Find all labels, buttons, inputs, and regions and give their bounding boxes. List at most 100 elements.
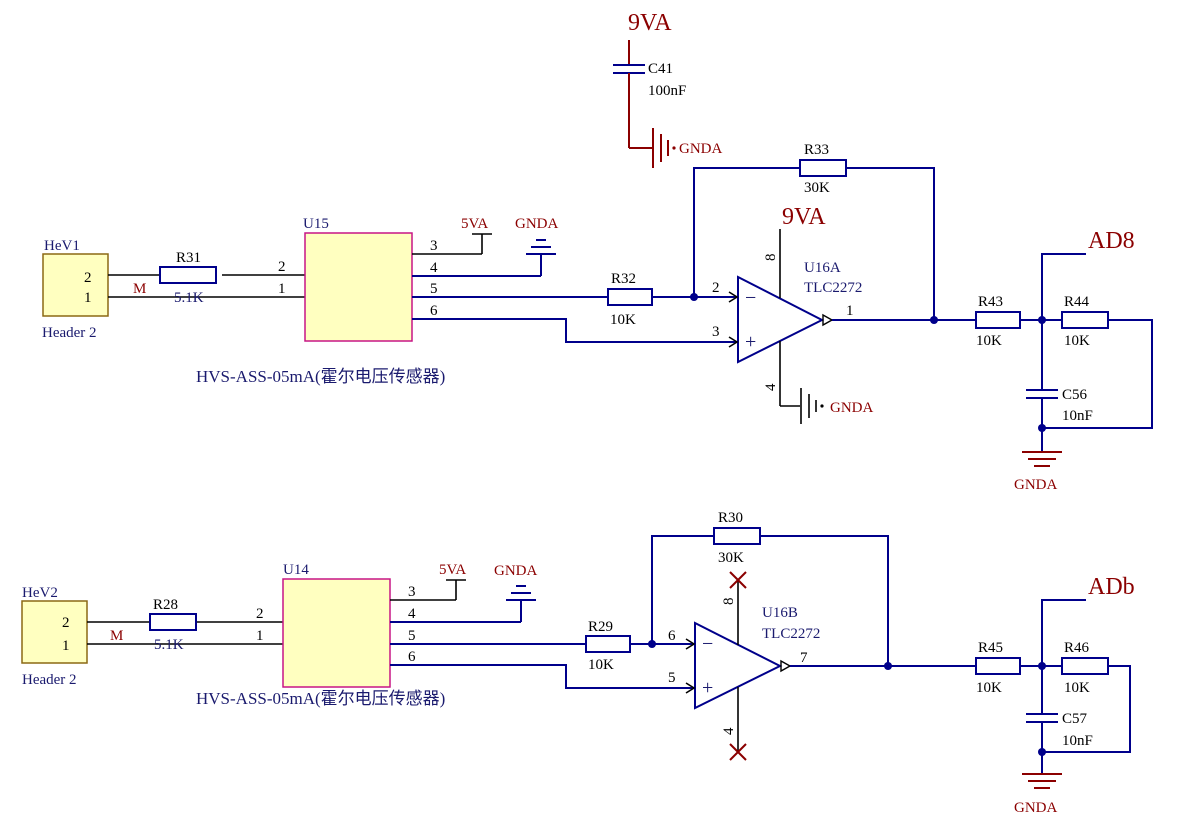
hev1-ref: HeV1 [44, 238, 80, 254]
r43 [975, 311, 1021, 329]
r28-value: 5.1K [154, 637, 184, 653]
header-hev1 [42, 253, 109, 317]
r29-value: 10K [588, 657, 614, 673]
u14-pin-5: 5 [408, 628, 416, 644]
u16a-pin-inv: 2 [712, 280, 720, 296]
hev2-pin-1: 1 [62, 638, 70, 654]
hev2-pin-2: 2 [62, 615, 70, 631]
c56-gnda-label: GNDA [1014, 477, 1057, 493]
r29-ref: R29 [588, 619, 613, 635]
c56-value: 10nF [1062, 408, 1093, 424]
u14-pin-6: 6 [408, 649, 416, 665]
r45-ref: R45 [978, 640, 1003, 656]
r30-value: 30K [718, 550, 744, 566]
r31 [159, 266, 217, 284]
hev1-type: Header 2 [42, 325, 97, 341]
u14-5va-label: 5VA [439, 562, 466, 578]
sensor-u14 [282, 578, 391, 688]
rail-9va-label: 9VA [628, 10, 672, 36]
sensor-u15 [304, 232, 413, 342]
u16a-pin-noninv: 3 [712, 324, 720, 340]
net-ad8: AD8 [1088, 228, 1135, 254]
u15-pin-5: 5 [430, 281, 438, 297]
c57-ref: C57 [1062, 711, 1088, 727]
u16a-ref: U16A [804, 260, 841, 276]
u16b-ref: U16B [762, 605, 798, 621]
u14-gnda-label: GNDA [494, 563, 537, 579]
net-m-1: M [133, 281, 146, 297]
r44 [1061, 311, 1109, 329]
u16a-plus: + [745, 331, 756, 353]
u14-pin-1: 1 [256, 628, 264, 644]
u15-pin-2: 2 [278, 259, 286, 275]
u15-pin-3: 3 [430, 238, 438, 254]
u16b-plus: + [702, 677, 713, 699]
c41-value: 100nF [648, 83, 686, 99]
r31-ref: R31 [176, 250, 201, 266]
c41-ref: C41 [648, 61, 673, 77]
u16a-pin-gnd: 4 [763, 383, 779, 391]
u16a-gnda-label: GNDA [830, 400, 873, 416]
u16b-type: TLC2272 [762, 626, 820, 642]
u15-label: HVS-ASS-05mA(霍尔电压传感器) [196, 367, 445, 386]
u16a-minus: − [745, 287, 756, 309]
c57-value: 10nF [1062, 733, 1093, 749]
net-adb: ADb [1088, 574, 1135, 600]
r32 [607, 288, 653, 306]
c41-gnda-label: GNDA [679, 141, 722, 157]
r46-value: 10K [1064, 680, 1090, 696]
r32-value: 10K [610, 312, 636, 328]
u14-pin-4: 4 [408, 606, 416, 622]
r28 [149, 613, 197, 631]
header-hev2 [21, 600, 88, 664]
r33-ref: R33 [804, 142, 829, 158]
u15-5va-label: 5VA [461, 216, 488, 232]
r44-ref: R44 [1064, 294, 1090, 310]
u15-gnda-label: GNDA [515, 216, 558, 232]
u15-pin-1: 1 [278, 281, 286, 297]
r31-value: 5.1K [174, 290, 204, 306]
r44-value: 10K [1064, 333, 1090, 349]
u14-pin-2: 2 [256, 606, 264, 622]
u16a-pin-vcc: 8 [763, 254, 779, 262]
u16b-pin-gnd: 4 [721, 727, 737, 735]
hev2-type: Header 2 [22, 672, 77, 688]
c57-gnda-label: GNDA [1014, 800, 1057, 816]
u16a-supply: 9VA [782, 204, 826, 230]
c56-ref: C56 [1062, 387, 1088, 403]
u16b-pin-vcc: 8 [721, 598, 737, 606]
r45-value: 10K [976, 680, 1002, 696]
hev2-ref: HeV2 [22, 585, 58, 601]
c41-decoupling: 9VA C41 100nF GNDA [613, 10, 722, 168]
hev1-pin-1: 1 [84, 290, 92, 306]
r33 [799, 159, 847, 177]
r33-value: 30K [804, 180, 830, 196]
u16b-pin-inv: 6 [668, 628, 676, 644]
net-m-2: M [110, 628, 123, 644]
r28-ref: R28 [153, 597, 178, 613]
r30 [713, 527, 761, 545]
hev1-pin-2: 2 [84, 270, 92, 286]
u16a-pin-out: 1 [846, 303, 854, 319]
u16b-pin-noninv: 5 [668, 670, 676, 686]
u16a-type: TLC2272 [804, 280, 862, 296]
u15-ref: U15 [303, 216, 329, 232]
r43-ref: R43 [978, 294, 1003, 310]
u14-pin-3: 3 [408, 584, 416, 600]
channel-2: HeV2 Header 2 2 1 R28 5.1K M 2 1 U14 HVS… [21, 510, 1135, 816]
r32-ref: R32 [611, 271, 636, 287]
u16b-pin-out: 7 [800, 650, 808, 666]
u14-ref: U14 [283, 562, 309, 578]
u15-pin-4: 4 [430, 260, 438, 276]
r45 [975, 657, 1021, 675]
r29 [585, 635, 631, 653]
channel-1: HeV1 Header 2 2 1 R31 5.1K M 2 1 U15 HVS… [42, 142, 1153, 493]
r46-ref: R46 [1064, 640, 1090, 656]
u14-label: HVS-ASS-05mA(霍尔电压传感器) [196, 689, 445, 708]
r43-value: 10K [976, 333, 1002, 349]
u16b-minus: − [702, 633, 713, 655]
u15-pin-6: 6 [430, 303, 438, 319]
r30-ref: R30 [718, 510, 743, 526]
r46 [1061, 657, 1109, 675]
